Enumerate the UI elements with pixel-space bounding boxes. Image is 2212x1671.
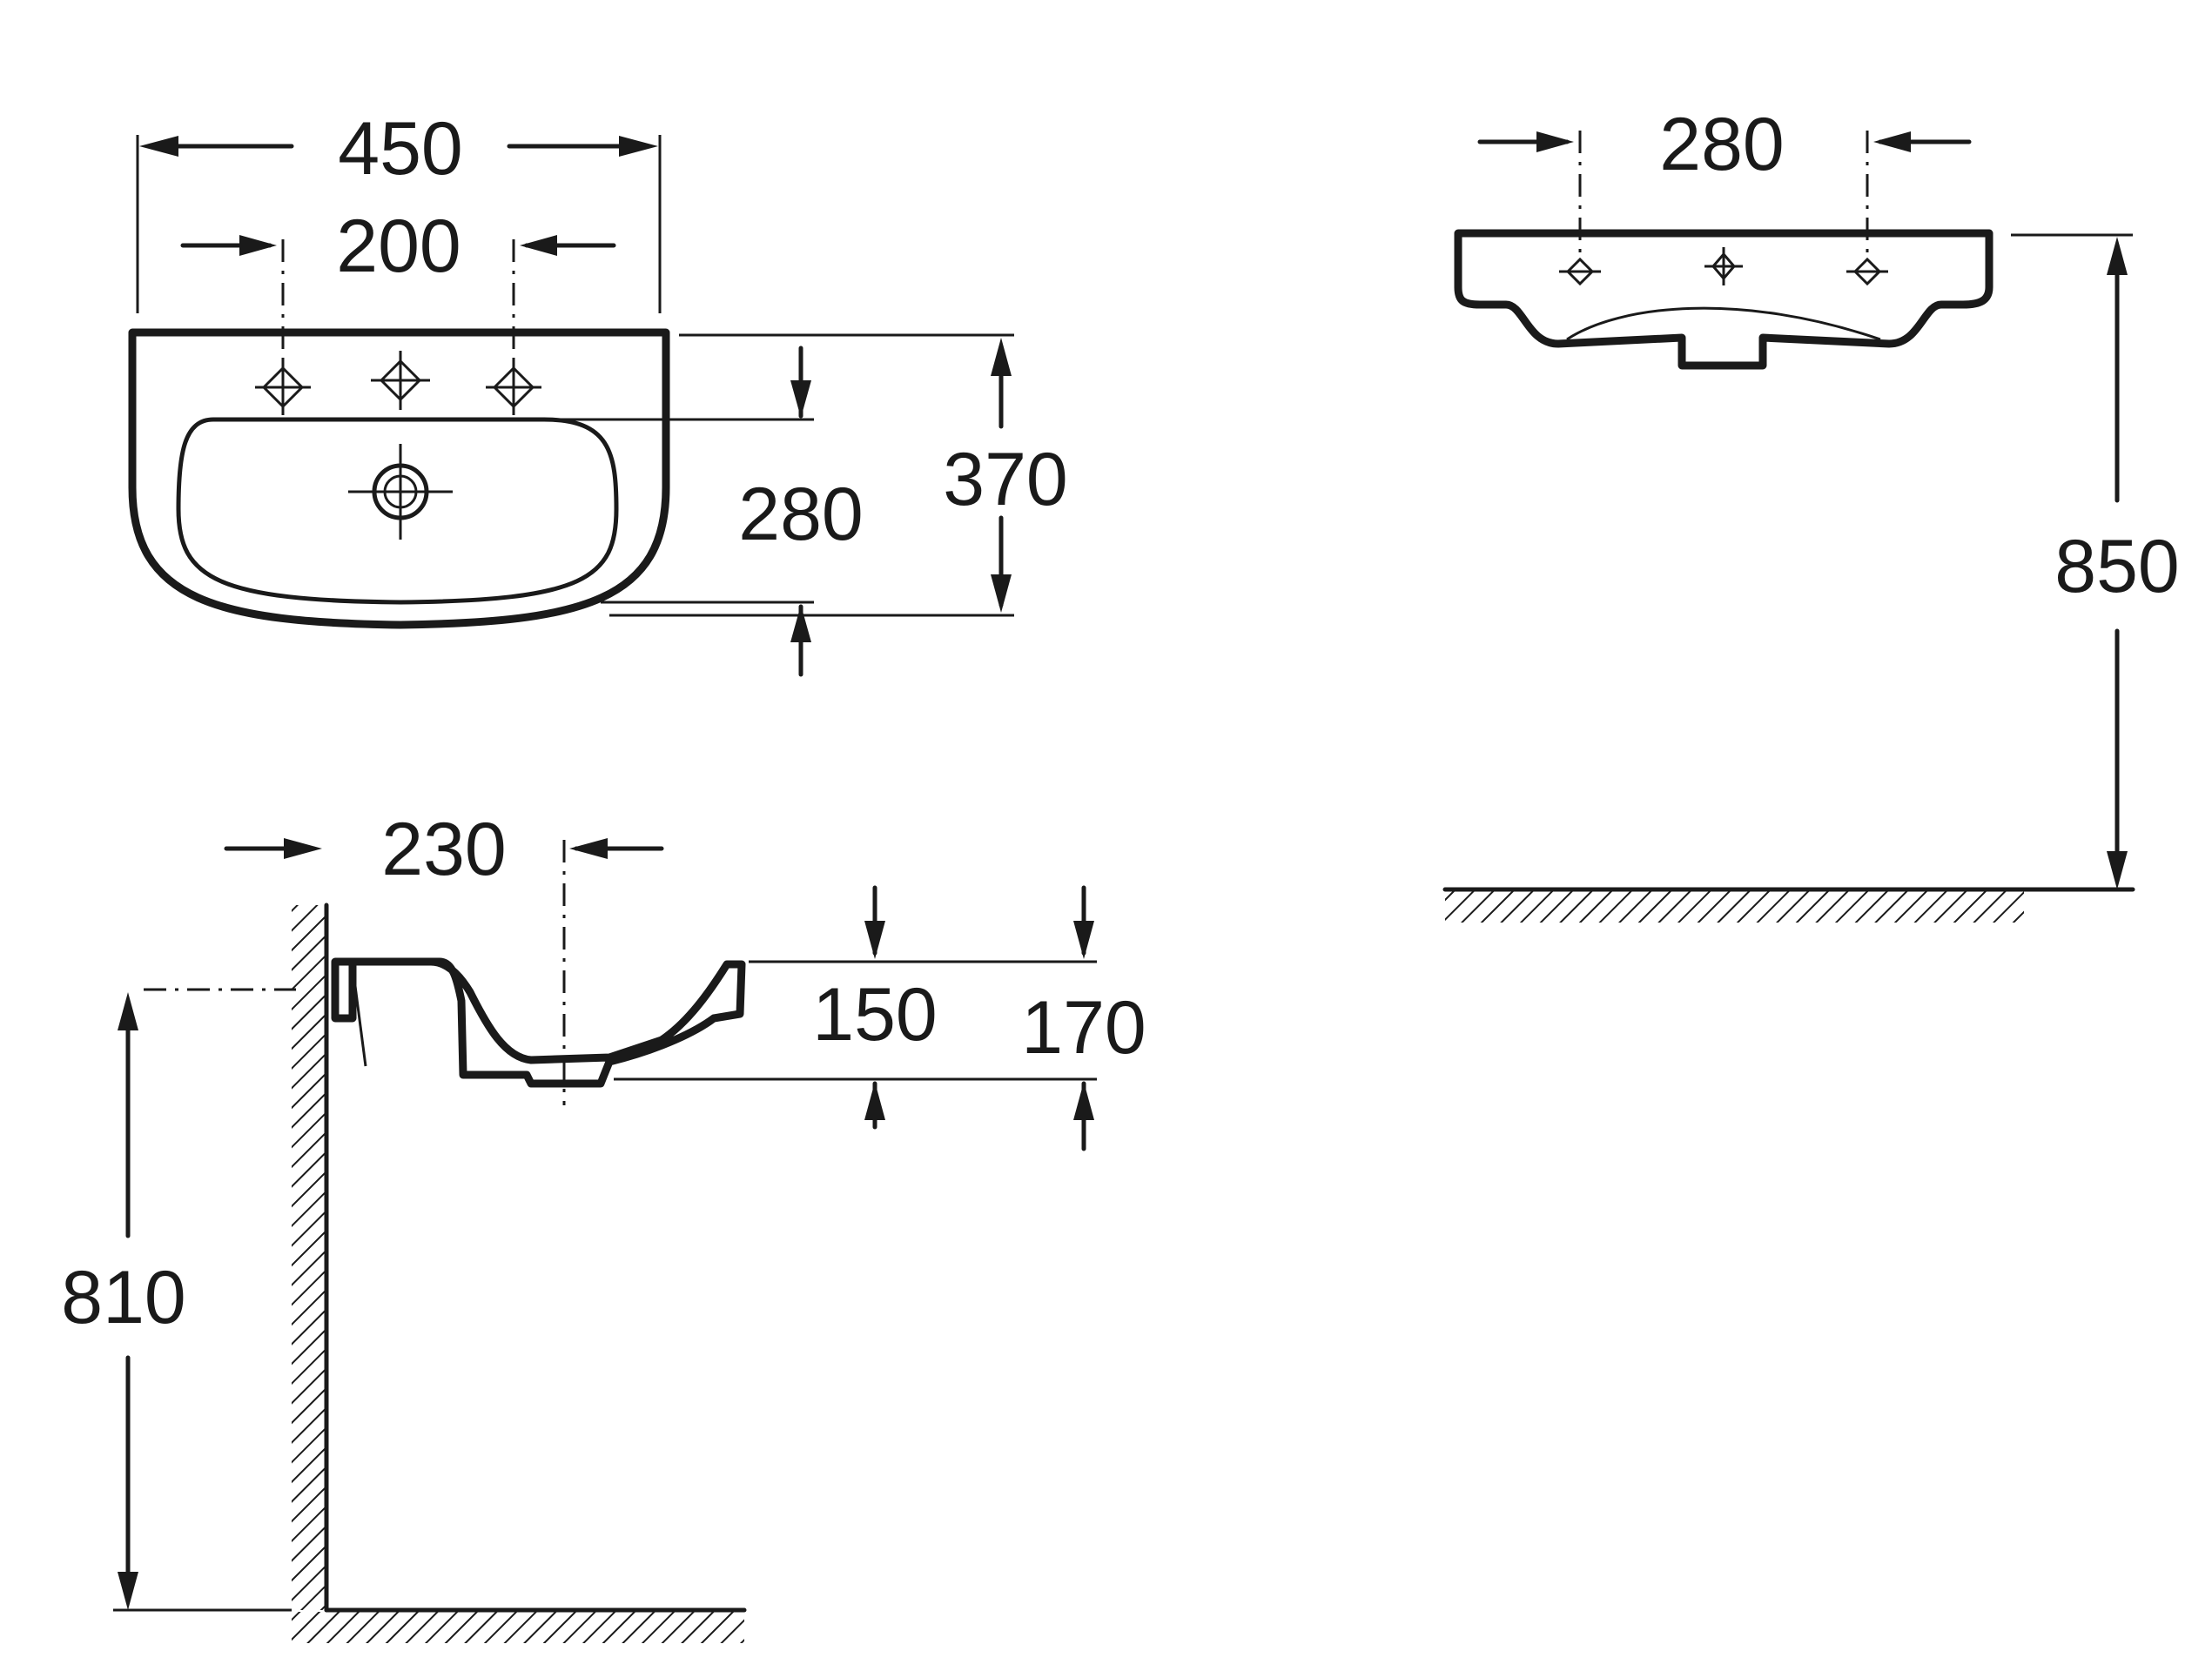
dim-hole-spacing: 280 [1659, 103, 1785, 186]
front-tap-hole-left-icon [1559, 257, 1601, 286]
tap-hole-right-icon [486, 359, 541, 415]
dim-height-to-floor: 850 [2054, 525, 2180, 608]
dim-bowl-depth: 280 [738, 473, 864, 556]
front-tap-hole-right-icon [1846, 257, 1888, 286]
side-basin-section [335, 957, 746, 1088]
dim-overall-depth: 370 [943, 438, 1068, 521]
tap-hole-center-icon [371, 351, 430, 410]
dim-tap-hole-spacing: 200 [336, 205, 461, 288]
front-view: 280 850 [1442, 103, 2180, 923]
tap-hole-left-icon [255, 359, 311, 415]
basin-outline [128, 328, 670, 629]
top-view: 450 200 280 370 [128, 107, 1068, 677]
dim-rim-height-from-floor: 810 [61, 1256, 186, 1339]
drain-icon [348, 444, 453, 540]
basin-bowl [176, 417, 619, 605]
front-basin-outline [1454, 229, 1993, 370]
dim-wall-to-waste: 230 [381, 808, 507, 891]
front-tap-hole-center-icon [1704, 247, 1743, 285]
dim-overall-width: 450 [338, 107, 463, 191]
wall-hatch [292, 905, 325, 1610]
side-view: 230 150 170 810 [61, 808, 1146, 1643]
dim-overall-height: 170 [1021, 986, 1146, 1070]
front-floor-hatch [1445, 891, 2024, 923]
tap-holes [255, 351, 541, 415]
dim-bowl-height: 150 [812, 973, 938, 1057]
side-floor-hatch [292, 1612, 744, 1643]
